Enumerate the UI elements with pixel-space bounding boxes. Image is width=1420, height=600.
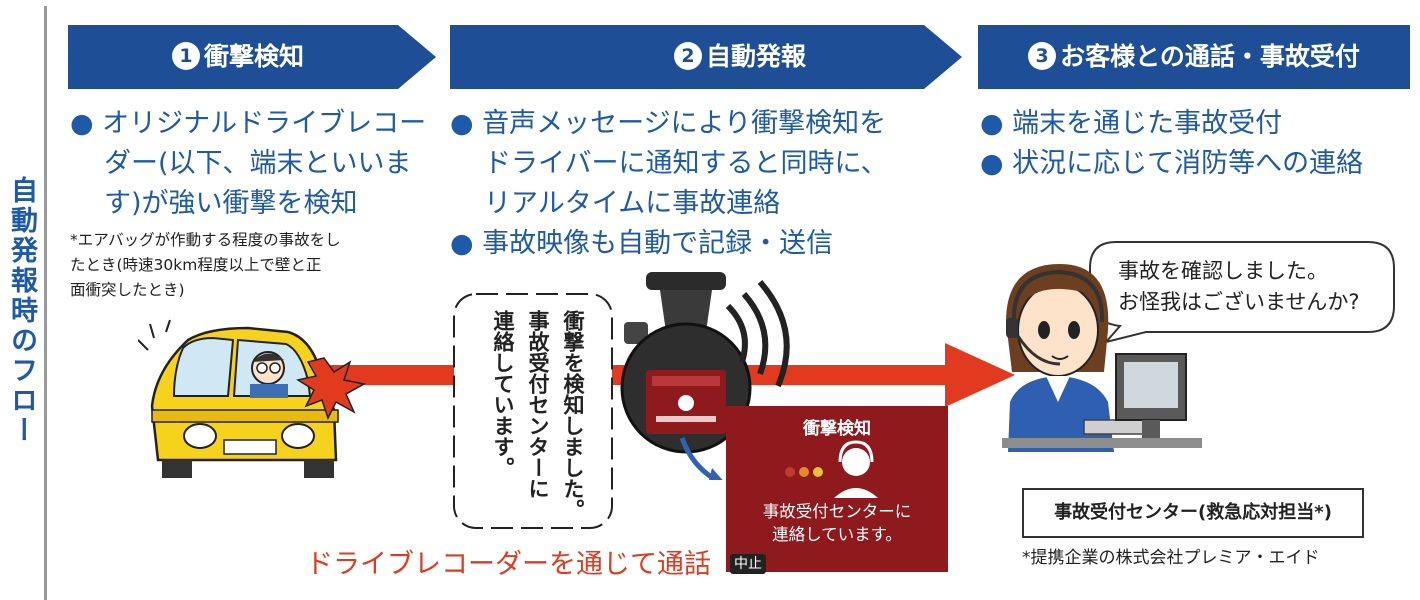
- speech-bubble: [1089, 241, 1395, 344]
- dashcam-screen: 衝撃検知 事故受付センターに 連絡しています。 中止: [726, 406, 948, 574]
- step-2-number: 2: [673, 42, 702, 70]
- step-3-bullets: ● 端末を通じた事故受付 ● 状況に応じて消防等への連絡: [980, 108, 1364, 179]
- step-2-title: 自動発報: [705, 42, 806, 71]
- step-1-note-line-1: *エアバッグが作動する程度の事故をし: [70, 231, 341, 249]
- voice-message-line-3: 連絡しています。: [491, 310, 515, 478]
- step-2-bullet-1-line-3: リアルタイムに事故連絡: [484, 188, 781, 219]
- screen-message-line-2: 連絡しています。: [772, 525, 902, 544]
- speech-text: 事故を確認しました。 お怪我はございませんか?: [1118, 256, 1360, 318]
- operator-illustration: [1002, 264, 1202, 452]
- step-1-note-line-3: 面衝突したとき): [70, 281, 185, 299]
- crashed-car-illustration: [138, 319, 367, 478]
- step-1-number: 1: [171, 42, 200, 70]
- step-3-number: 3: [1028, 42, 1057, 70]
- sidebar-title: 自動発報時のフロー: [6, 176, 37, 446]
- step-3-bullet-2: 状況に応じて消防等への連絡: [1012, 148, 1364, 179]
- step-1-note: *エアバッグが作動する程度の事故をし たとき(時速30km程度以上で壁と正 面衝…: [70, 228, 341, 303]
- accident-center-note: *提携企業の株式会社プレミア・エイド: [1022, 548, 1320, 568]
- step-1-bullet: ● オリジナルドライブレコー ダー(以下、端末といいま す)が強い衝撃を検知: [70, 104, 426, 224]
- voice-message-line-1: 衝撃を検知しました。: [561, 310, 585, 520]
- accident-center-label: 事故受付センター(救急応対担当*): [1022, 488, 1364, 538]
- step-2-bullet-1-line-2: ドライバーに通知すると同時に、: [484, 148, 888, 179]
- step-bar-1-arrow-shape: [68, 25, 436, 89]
- call-caption: ドライブレコーダーを通じて通話: [306, 549, 711, 580]
- step-bar-2-arrow-shape: [450, 25, 962, 89]
- screen-operator-icon: [785, 440, 878, 498]
- sidebar-divider: [44, 6, 47, 600]
- step-3-bullet-1: 端末を通じた事故受付: [1012, 108, 1283, 139]
- voice-message-line-2: 事故受付センターに: [526, 310, 550, 499]
- screen-title: 衝撃検知: [803, 419, 871, 439]
- step-3-title: お客様との通話・事故受付: [1060, 42, 1360, 71]
- screen-cancel-button[interactable]: 中止: [730, 554, 766, 574]
- speech-line-2: お怪我はございませんか?: [1118, 290, 1360, 314]
- step-1-bullet-line-2: ダー(以下、端末といいま: [104, 148, 412, 179]
- step-2-bullet-1: ● 音声メッセージにより衝撃検知を ドライバーに通知すると同時に、 リアルタイム…: [450, 108, 888, 259]
- step-1-note-line-2: たとき(時速30km程度以上で壁と正: [70, 256, 322, 274]
- step-1-title: 衝撃検知: [203, 42, 304, 71]
- dashcam-device: [620, 272, 790, 480]
- step-2-bullet-1-line-1: 音声メッセージにより衝撃検知を: [482, 108, 887, 139]
- sidebar: 自動発報時のフロー: [0, 0, 48, 600]
- voice-message-box: 衝撃を検知しました。 事故受付センターに 連絡しています。: [448, 288, 618, 534]
- step-1-bullet-line-1: オリジナルドライブレコー: [102, 108, 427, 139]
- voice-message-box-frame: [453, 293, 613, 529]
- step-1-bullet-line-3: す)が強い衝撃を検知: [104, 188, 358, 219]
- screen-message-line-1: 事故受付センターに: [762, 502, 912, 521]
- step-2-bullet-2: 事故映像も自動で記録・送信: [482, 228, 834, 259]
- speech-line-1: 事故を確認しました。: [1118, 259, 1328, 283]
- screen-message: 事故受付センターに 連絡しています。: [726, 500, 948, 546]
